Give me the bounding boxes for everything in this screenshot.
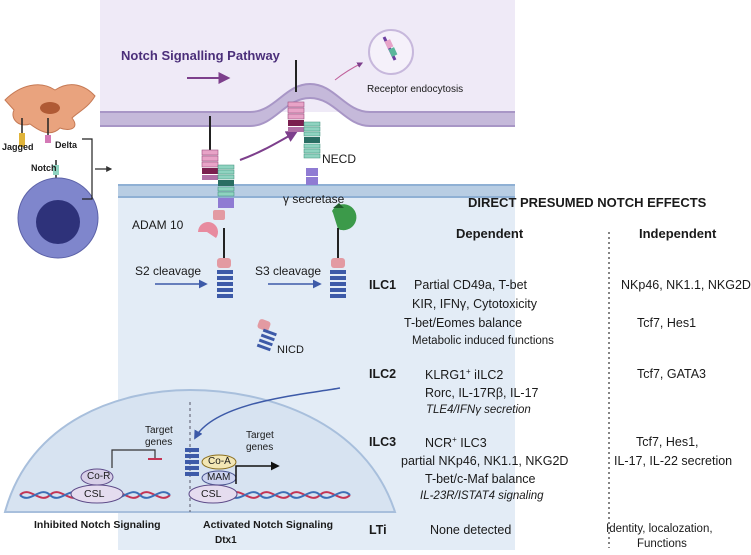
csl-left-label: CSL [84,488,105,500]
co-r-csl-left [70,468,124,504]
ilc1-dep-4: Metabolic induced functions [412,335,554,347]
ilc3-dep-1: NCR+ ILC3 [425,435,487,451]
ligand-receptor-complex [198,116,235,238]
vesicle-arrow [334,62,364,81]
ilc3-indep-1: Tcf7, Hes1, [636,435,699,449]
sending-cell-membrane [100,82,515,127]
jagged-label: Jagged [2,142,34,152]
s2-cleavage-label: S2 cleavage [135,264,202,278]
co-a-label: Co-A [208,456,231,467]
nicd-nuclear-arrow [194,387,341,440]
independent-header: Independent [639,226,717,241]
ilc2-dep-1: KLRG1+ iILC2 [425,367,504,383]
ilc2-indep-1: Tcf7, GATA3 [637,367,707,381]
delta-label: Delta [55,140,78,150]
ilc3-label: ILC3 [369,435,397,449]
inhibition-line [111,449,156,468]
ilc1-dep-1: Partial CD49a, T-bet [414,278,528,292]
ilc2-dep-3: TLE4/IFNγ secretion [426,404,531,416]
lti-label: LTi [369,523,387,537]
target-genes-right-label: Target genes [246,430,274,453]
cell-illustration [4,84,99,259]
necd-complex [287,60,321,185]
ilc3-indep-2: IL-17, IL-22 secretion [614,454,733,468]
nicd-fragment [256,319,277,352]
ilc3-dep-2: partial NKp46, NK1.1, NKG2D [401,454,569,468]
ilc2-label: ILC2 [369,367,397,381]
ilc1-dep-3: T-bet/Eomes balance [404,316,523,330]
nicd-label: NICD [277,344,304,356]
gamma-secretase-complex [330,203,357,298]
endocytic-vesicle [368,29,414,75]
s2-cleaved-receptor [217,228,233,298]
pathway-title: Notch Signalling Pathway [121,48,280,63]
activation-complex [185,448,238,504]
lti-indep-1: Identity, localozation, [606,523,713,535]
ilc1-dep-2: KIR, IFNγ, Cytotoxicity [412,297,538,311]
dependent-header: Dependent [456,226,524,241]
lti-indep-2: Functions [637,538,687,550]
ilc3-dep-4: IL-23R/ISTAT4 signaling [420,490,544,502]
ilc2-dep-2: Rorc, IL-17Rβ, IL-17 [425,386,539,400]
notch-label: Notch [31,163,57,173]
lti-dep-1: None detected [430,523,512,537]
bracket [82,138,93,200]
adam10-label: ADAM 10 [132,218,184,232]
target-genes-left-label: Target genes [145,425,173,448]
activation-arrow [235,461,280,484]
diagram-canvas [3,0,610,550]
adam10-enzyme [198,221,219,238]
s3-cleavage-label: S3 cleavage [255,264,322,278]
table-title: DIRECT PRESUMED NOTCH EFFECTS [468,195,707,210]
ilc3-dep-3: T-bet/c-Maf balance [425,472,536,486]
csl-right-label: CSL [201,488,222,500]
mam-label: MAM [207,472,231,483]
gamma-secretase-label: γ secretase [283,192,345,206]
co-r-label: Co-R [87,471,111,482]
receiving-cell-membrane [118,184,515,198]
activated-label: Activated Notch Signaling [203,519,334,531]
necd-label: NECD [322,152,357,166]
ilc1-indep-1: NKp46, NK1.1, NKG2D [621,278,751,292]
endocytosis-arrow [239,130,299,161]
ilc1-indep-2: Tcf7, Hes1 [637,316,697,330]
inhibited-label: Inhibited Notch Signaling [34,519,161,531]
ilc1-label: ILC1 [369,278,397,292]
dtx1-label: Dtx1 [215,535,237,546]
receptor-endocytosis-label: Receptor endocytosis [367,84,464,95]
